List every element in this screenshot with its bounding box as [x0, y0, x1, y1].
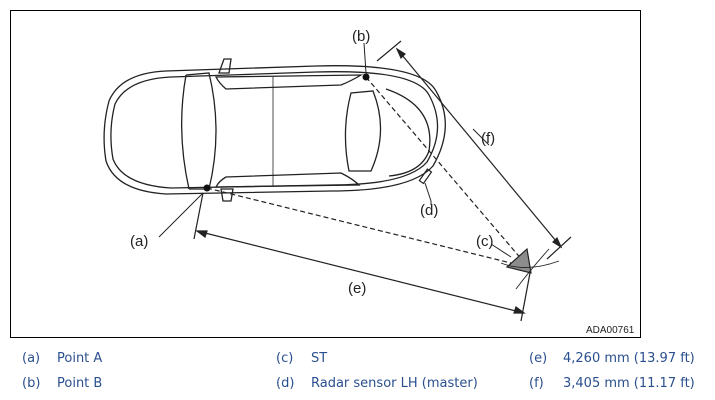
callout-e: (e)	[348, 280, 366, 297]
legend-key-b: (b)	[22, 376, 41, 391]
radar-sensor-icon	[418, 168, 433, 202]
leader-lines	[158, 42, 512, 258]
legend-text-b: Point B	[57, 376, 103, 391]
callout-d: (d)	[420, 202, 438, 219]
point-b-marker	[362, 73, 370, 81]
figure-code: ADA00761	[586, 325, 635, 336]
sight-lines	[206, 76, 524, 267]
point-a-marker	[203, 184, 211, 192]
legend-key-a: (a)	[22, 351, 41, 366]
vehicle-diagram: (b) (a) (c) (d) (e) (f) ADA00761	[103, 28, 635, 336]
legend-text-f: 3,405 mm (11.17 ft)	[563, 376, 695, 391]
callout-f: (f)	[481, 130, 495, 147]
legend-key-e: (e)	[529, 351, 548, 366]
legend-key-c: (c)	[276, 351, 294, 366]
legend-text-c: ST	[311, 351, 328, 366]
legend-key-f: (f)	[529, 376, 544, 391]
callout-c: (c)	[476, 233, 494, 250]
callout-b: (b)	[352, 28, 370, 45]
legend: (a) Point A (b) Point B (c) ST (d) Radar…	[0, 345, 715, 400]
diagram-frame: (b) (a) (c) (d) (e) (f) ADA00761	[10, 10, 641, 338]
callout-a: (a)	[130, 233, 148, 250]
legend-key-d: (d)	[276, 376, 295, 391]
target-triangle-icon	[500, 247, 560, 290]
legend-text-e: 4,260 mm (13.97 ft)	[563, 351, 695, 366]
car-outline	[103, 58, 446, 202]
dimension-f	[376, 40, 572, 260]
legend-text-a: Point A	[57, 351, 103, 366]
legend-text-d: Radar sensor LH (master)	[311, 376, 478, 391]
dimension-e	[193, 192, 531, 322]
